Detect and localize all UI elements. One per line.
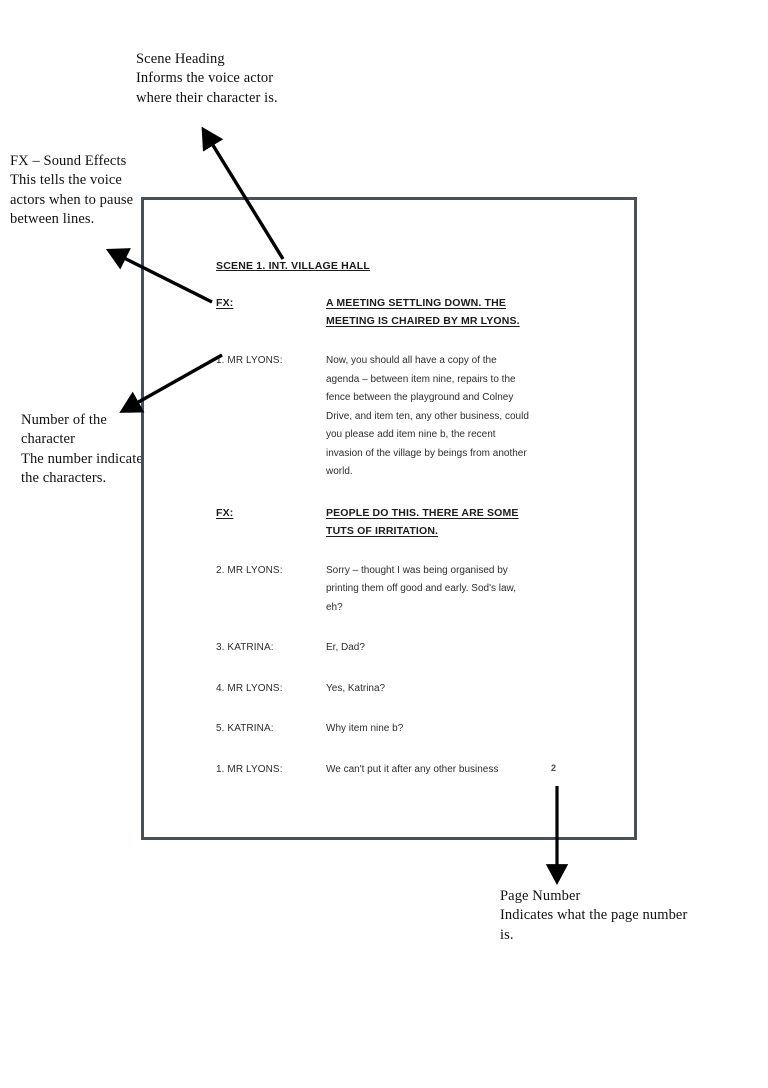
dialogue-row: 2. MR LYONS: Sorry – thought I was being… — [216, 562, 616, 618]
dialogue-line: fence between the playground and Colney — [326, 392, 514, 403]
dialogue-line: you please add item nine b, the recent — [326, 429, 496, 440]
dialogue-line: Drive, and item ten, any other business,… — [326, 410, 529, 422]
fx-block: FX: PEOPLE DO THIS. THERE ARE SOME TUTS … — [216, 504, 616, 540]
dialogue-lines: Why item nine b? — [326, 720, 616, 739]
fx-label: FX: — [216, 506, 234, 519]
character-cue: 1. MR LYONS: — [216, 355, 283, 366]
dialogue-line: We can't put it after any other business — [326, 763, 499, 775]
annotation-page-number: Page Number Indicates what the page numb… — [500, 888, 688, 943]
annotation-character-number: Number of the character The number indic… — [21, 412, 149, 486]
dialogue-lines: Er, Dad? — [326, 639, 616, 658]
dialogue-line: eh? — [326, 601, 343, 613]
fx-text-line: PEOPLE DO THIS. THERE ARE SOME — [326, 506, 519, 519]
script-page-number: 2 — [551, 763, 557, 773]
dialogue-line: printing them off good and early. Sod's … — [326, 583, 516, 594]
fx-text-line: MEETING IS CHAIRED BY MR LYONS. — [326, 315, 520, 327]
dialogue-lines: Now, you should all have a copy of the a… — [326, 352, 616, 482]
dialogue-line: world. — [326, 466, 353, 477]
fx-text-line: A MEETING SETTLING DOWN. THE — [326, 297, 506, 309]
dialogue-line: agenda – between item nine, repairs to t… — [326, 373, 516, 385]
script-page-frame: SCENE 1. INT. VILLAGE HALL FX: A MEETING… — [141, 197, 637, 840]
character-cue: 3. KATRINA: — [216, 642, 274, 653]
dialogue-row: 5. KATRINA: Why item nine b? — [216, 720, 616, 739]
character-cue: 1. MR LYONS: — [216, 763, 283, 775]
dialogue-lines: Yes, Katrina? — [326, 680, 616, 699]
dialogue-line: Er, Dad? — [326, 642, 365, 653]
fx-label: FX: — [216, 297, 234, 309]
fx-block: FX: A MEETING SETTLING DOWN. THE MEETING… — [216, 294, 616, 330]
fx-text-line: TUTS OF IRRITATION. — [326, 524, 439, 537]
dialogue-lines: We can't put it after any other business — [326, 761, 616, 780]
dialogue-row: 4. MR LYONS: Yes, Katrina? — [216, 680, 616, 699]
character-cue: 2. MR LYONS: — [216, 564, 283, 576]
fx-row: FX: A MEETING SETTLING DOWN. THE — [216, 294, 616, 312]
scene-heading-line: SCENE 1. INT. VILLAGE HALL — [216, 260, 370, 272]
dialogue-row: 3. KATRINA: Er, Dad? — [216, 639, 616, 658]
character-cue: 5. KATRINA: — [216, 723, 274, 734]
dialogue-line: Now, you should all have a copy of the — [326, 355, 497, 366]
dialogue-line: Why item nine b? — [326, 723, 404, 734]
dialogue-row: 1. MR LYONS: Now, you should all have a … — [216, 352, 616, 482]
dialogue-row: 1. MR LYONS: We can't put it after any o… — [216, 761, 616, 780]
dialogue-line: invasion of the village by beings from a… — [326, 447, 527, 459]
dialogue-line: Yes, Katrina? — [326, 682, 386, 694]
script-body: SCENE 1. INT. VILLAGE HALL FX: A MEETING… — [216, 256, 616, 801]
fx-row: TUTS OF IRRITATION. — [326, 522, 616, 540]
character-cue: 4. MR LYONS: — [216, 682, 283, 694]
fx-row: MEETING IS CHAIRED BY MR LYONS. — [326, 312, 616, 330]
fx-row: FX: PEOPLE DO THIS. THERE ARE SOME — [216, 504, 616, 522]
dialogue-line: Sorry – thought I was being organised by — [326, 564, 508, 576]
annotation-fx-sound-effects: FX – Sound Effects This tells the voice … — [10, 153, 134, 227]
annotation-scene-heading: Scene Heading Informs the voice actor wh… — [136, 51, 278, 106]
dialogue-lines: Sorry – thought I was being organised by… — [326, 562, 616, 618]
